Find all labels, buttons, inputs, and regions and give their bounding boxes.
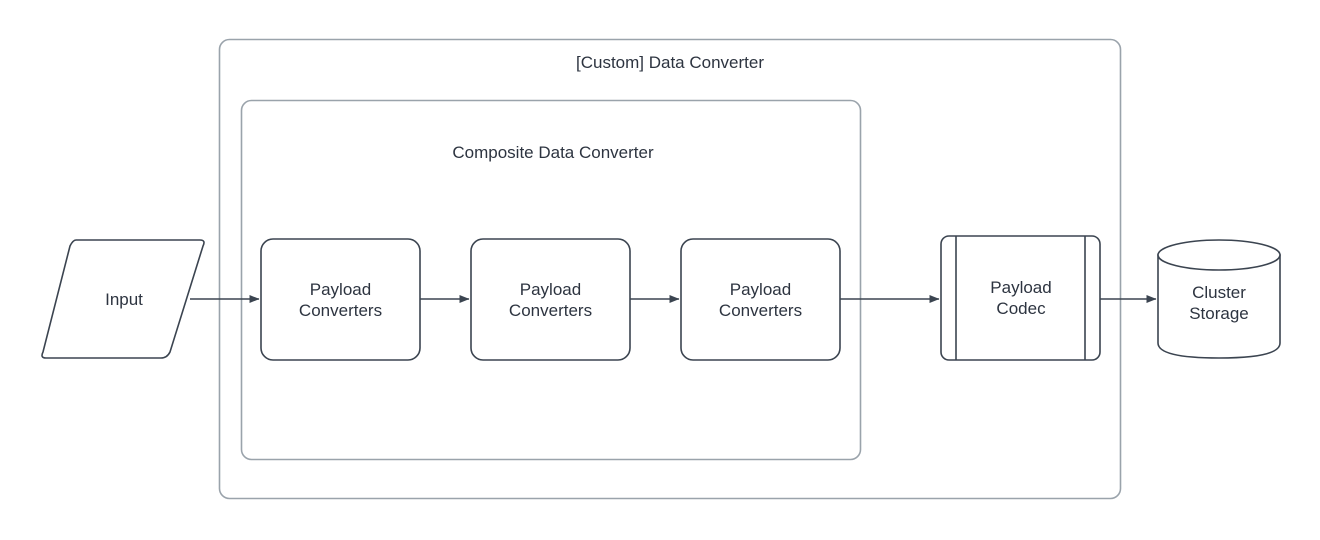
container-title-composite-data-converter: Composite Data Converter [452,143,654,162]
node-label-input: Input [105,289,143,309]
node-label-cluster-storage: Cluster Storage [1189,283,1249,323]
shape-cluster-storage[interactable] [1157,239,1281,359]
node-label-payload-converters-2: Payload Converters [508,279,593,320]
node-label-payload-codec: Payload Codec [990,278,1052,318]
node-label-payload-converters-1: Payload Converters [298,279,383,320]
shape-payload-codec[interactable] [940,235,1101,361]
container-title-custom-data-converter: [Custom] Data Converter [575,53,764,72]
shape-input[interactable] [41,239,205,359]
node-label-payload-converters-3: Payload Converters [718,279,803,320]
